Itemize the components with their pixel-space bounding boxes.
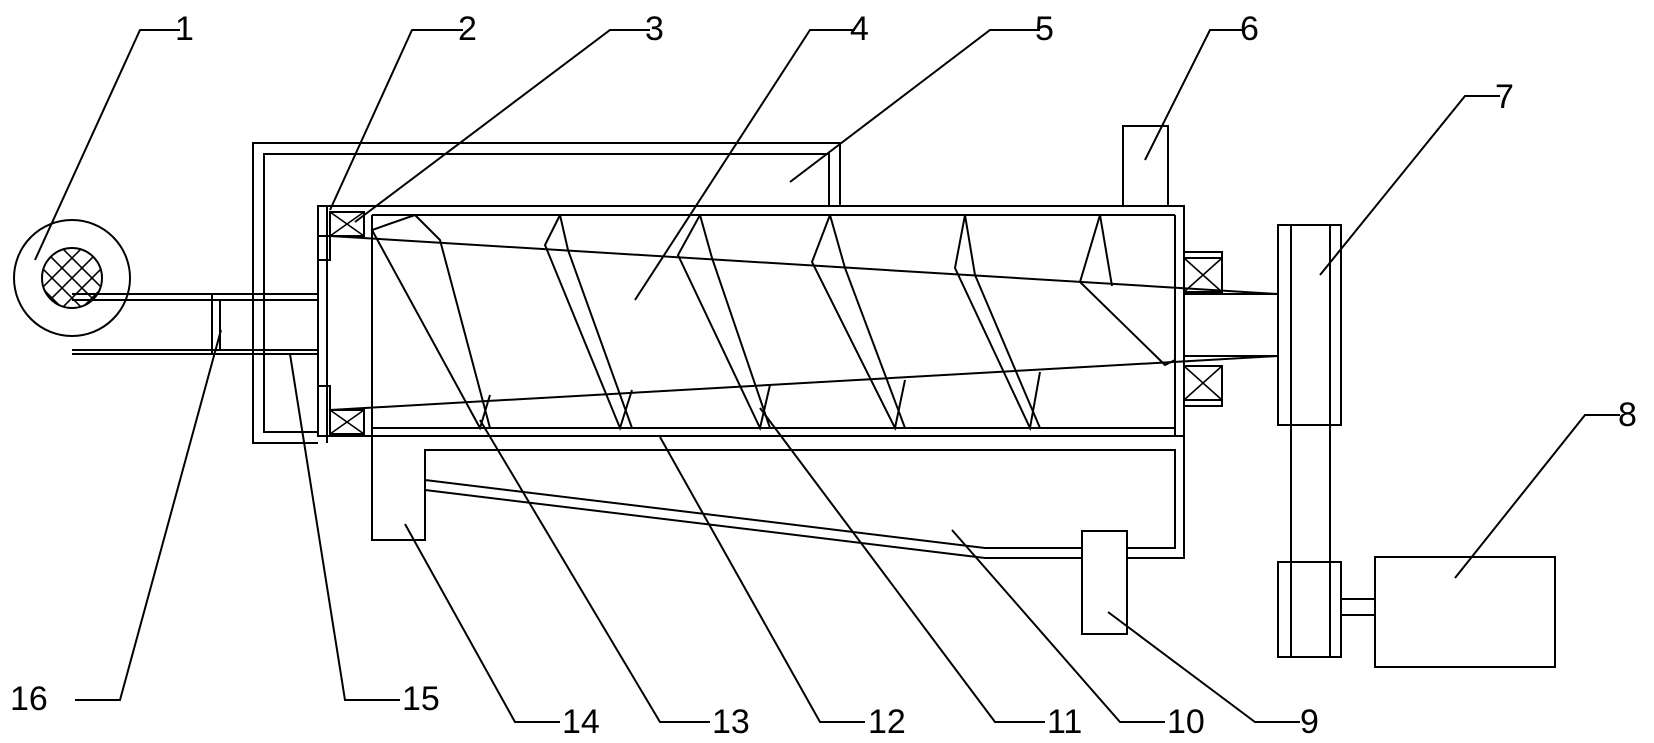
motor (1340, 556, 1556, 668)
bearing-left-top (329, 211, 365, 237)
screw-shaft (329, 235, 1279, 411)
label-4: 4 (850, 10, 869, 48)
label-2: 2 (458, 10, 477, 48)
top-outlet-pipe (1122, 125, 1169, 216)
label-14: 14 (562, 703, 600, 741)
screw-flights (370, 214, 1176, 432)
inner-drum (317, 205, 1185, 443)
label-10: 10 (1167, 703, 1205, 741)
drain-outlet (1081, 530, 1128, 635)
label-12: 12 (868, 703, 906, 741)
label-9: 9 (1300, 703, 1319, 741)
label-16: 16 (10, 680, 48, 718)
bearing-seat-top (1184, 251, 1223, 258)
blower-fan (13, 219, 131, 337)
label-3: 3 (645, 10, 664, 48)
bearing-right-bottom (1183, 365, 1223, 401)
label-1: 1 (175, 10, 194, 48)
leader-lines (34, 29, 1620, 723)
label-8: 8 (1618, 396, 1637, 434)
bearing-seat-bottom (1184, 400, 1223, 407)
label-15: 15 (402, 680, 440, 718)
label-6: 6 (1240, 10, 1259, 48)
label-13: 13 (712, 703, 750, 741)
shaft-left-end (318, 235, 331, 410)
label-11: 11 (1047, 703, 1082, 741)
label-7: 7 (1495, 78, 1514, 116)
air-duct (72, 293, 318, 355)
label-5: 5 (1035, 10, 1054, 48)
pulley-belt (1277, 224, 1342, 658)
lower-hopper (371, 436, 1185, 559)
bearing-left-bottom (329, 409, 365, 435)
outer-housing (252, 142, 841, 444)
part-number-labels: 1 2 3 4 5 6 7 8 9 10 11 12 13 14 15 16 (10, 10, 1637, 741)
bearing-right-top (1183, 257, 1223, 293)
